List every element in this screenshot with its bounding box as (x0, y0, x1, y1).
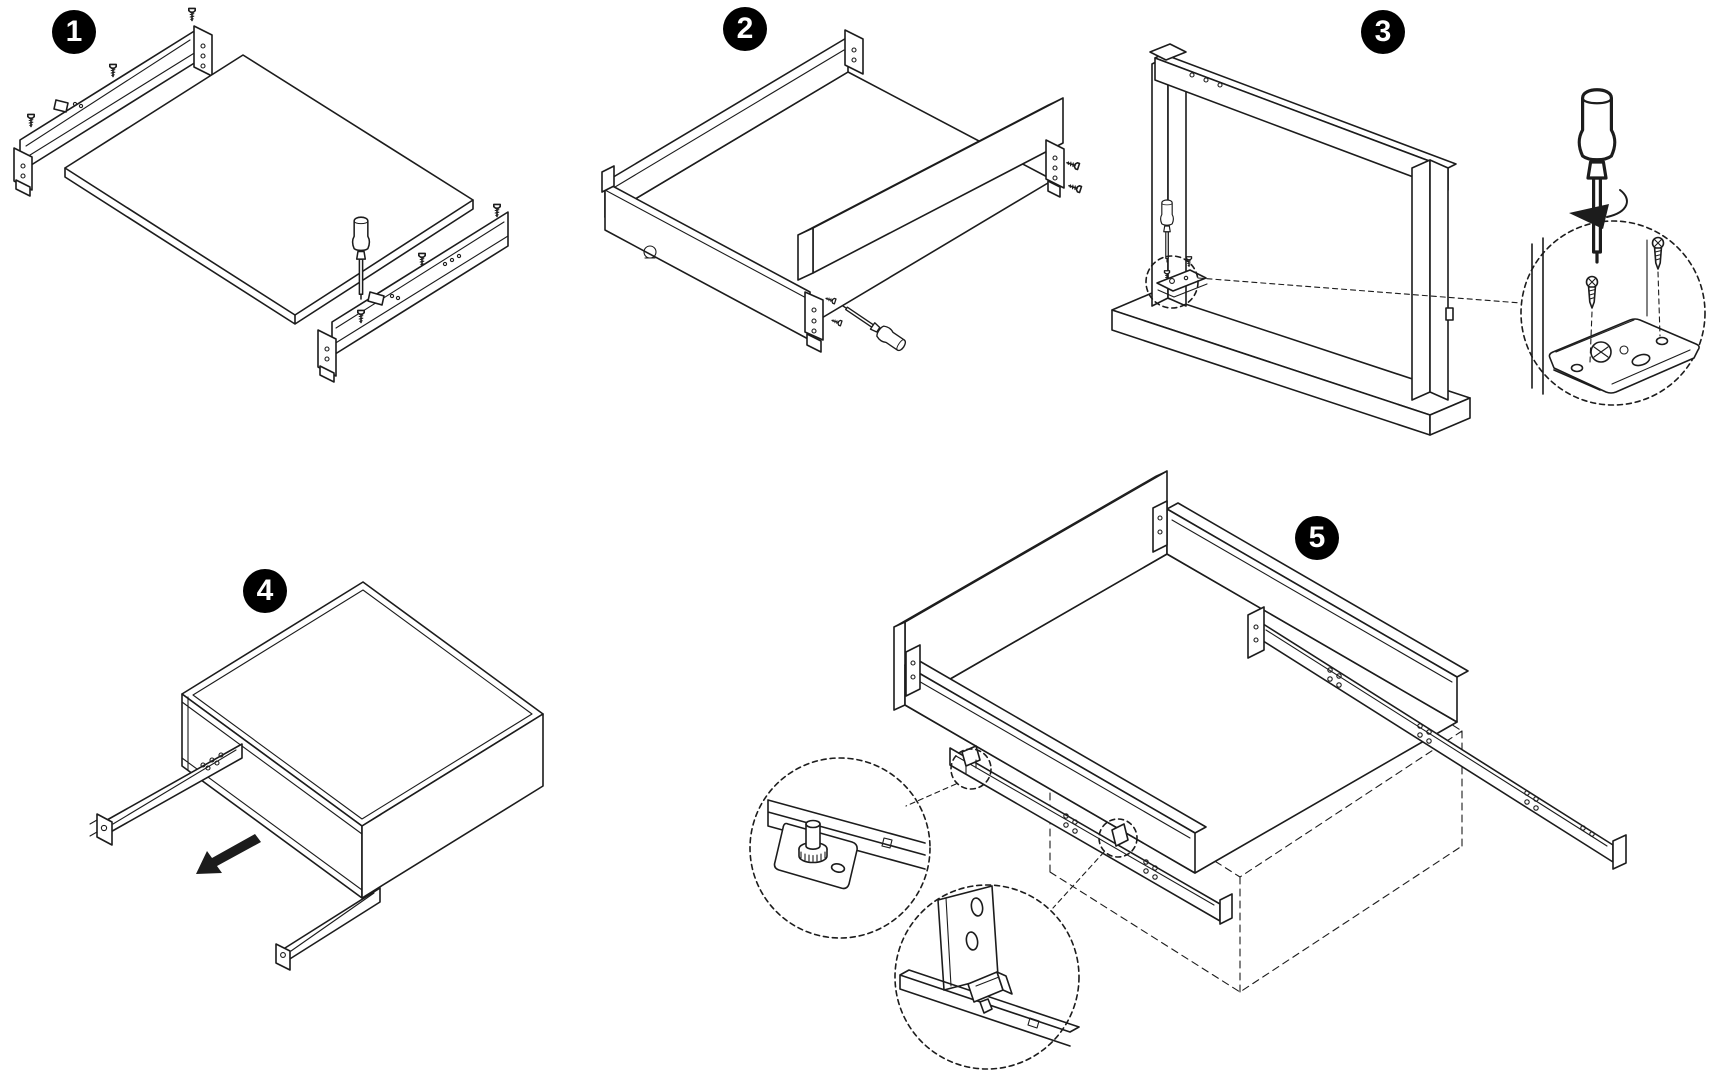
step5-cam-pin-detail (749, 757, 931, 939)
step5-left-slide (949, 745, 1233, 925)
rail-clip (367, 291, 385, 306)
rail-slot (881, 837, 893, 849)
screwdriver-icon (838, 299, 909, 354)
step1-bottom-panel (64, 54, 474, 325)
step3-detail-view (1520, 88, 1706, 406)
step1-left-rail (13, 25, 213, 197)
step-3-badge: 3 (1361, 10, 1405, 54)
rail-clip (53, 99, 69, 113)
step5-hook-clip-detail (894, 884, 1080, 1070)
step3-base-bracket (1156, 269, 1208, 298)
detail-zoom-circle (1520, 220, 1706, 406)
detail-zoom-circle (1145, 255, 1199, 309)
step-5-badge: 5 (1295, 516, 1339, 560)
frame-side-tab (1445, 307, 1454, 321)
screw-icon (1067, 181, 1083, 194)
cam-pin (798, 819, 828, 864)
screw-icon (26, 113, 36, 128)
rail-end-bracket (13, 147, 33, 191)
rail-end-bracket (905, 644, 921, 697)
detail-leader-line (1052, 851, 1105, 909)
step-1-badge: 1 (52, 10, 96, 54)
screw-icon (492, 203, 502, 218)
step2-front-rail (601, 165, 824, 353)
step2-bottom-panel (604, 71, 1054, 326)
detail-zoom-circle (894, 884, 1080, 1070)
step4-cabinet-box (181, 581, 544, 899)
step5-right-slide (1247, 606, 1627, 870)
hook-clip (967, 971, 1013, 1014)
step2-illustration (601, 29, 1083, 354)
slide-perforations (1063, 813, 1158, 880)
step3-frame (1149, 43, 1457, 401)
rail-end-bracket (317, 329, 337, 377)
screw-icon (1065, 158, 1081, 171)
screw-icon (109, 63, 117, 78)
step5-left-rail (904, 644, 1207, 874)
slide-end-flange (1219, 893, 1233, 925)
step5-right-rail (1152, 500, 1469, 723)
rotation-arrow-icon (1569, 204, 1609, 229)
slide-bracket (1247, 606, 1265, 659)
step-2-badge: 2 (723, 7, 767, 51)
rotation-arrow-icon (1606, 189, 1628, 218)
rail-end-bracket (601, 165, 615, 193)
rail-slot (1027, 1017, 1040, 1029)
slide-end-bracket (96, 813, 113, 846)
panel-end-bracket (1045, 139, 1065, 189)
detail-zoom-circle (950, 748, 992, 790)
detail-zoom-circle (1098, 818, 1138, 858)
rail-end-bracket (804, 291, 824, 341)
screw-guide-line (1657, 271, 1661, 337)
detail-leader-line (1197, 277, 1522, 304)
rail-end-bracket (1152, 500, 1168, 553)
step3-illustration (1111, 43, 1706, 436)
detail-zoom-circle (749, 757, 931, 939)
slide-perforations (1327, 667, 1595, 837)
step4-illustration (89, 581, 544, 971)
pull-direction-arrow-icon (196, 834, 261, 874)
step2-back-panel (797, 97, 1065, 281)
step3-base-plank (1111, 292, 1471, 436)
screw-icon (1585, 275, 1599, 309)
step5-illustration (749, 470, 1627, 1070)
step1-illustration (13, 7, 509, 383)
step2-left-rail (604, 29, 864, 218)
screwdriver-icon (1577, 88, 1617, 264)
screw-icon (1651, 236, 1665, 270)
screw-icon (830, 317, 843, 327)
frame-top-bracket (1149, 43, 1187, 61)
slide-clip (1111, 823, 1129, 847)
screw-icon (188, 7, 196, 22)
step4-lower-slide (275, 887, 381, 971)
detail-leader-line (905, 783, 957, 807)
step4-upper-slide (89, 743, 243, 846)
slide-end-flange (1612, 834, 1627, 870)
mounting-plate (1548, 318, 1700, 394)
step-4-badge: 4 (243, 569, 287, 613)
